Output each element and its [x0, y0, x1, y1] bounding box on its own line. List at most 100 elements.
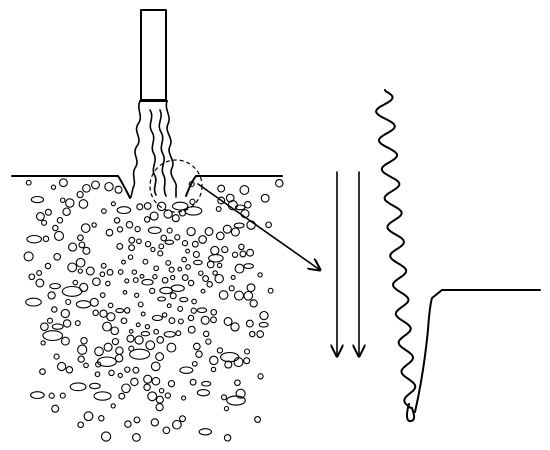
bubble — [106, 312, 116, 322]
bubble — [114, 185, 123, 194]
bubble — [116, 206, 132, 215]
bubble — [226, 395, 246, 406]
bubble — [99, 309, 108, 318]
bubble — [42, 235, 50, 243]
bubble — [169, 292, 177, 300]
bubble — [155, 352, 165, 362]
bubble — [132, 366, 140, 374]
bubble — [72, 279, 79, 286]
bubble — [102, 321, 112, 332]
bubble — [53, 353, 60, 360]
bubble — [80, 336, 88, 345]
bubble — [30, 195, 45, 204]
bubble — [23, 251, 34, 262]
bubble — [56, 361, 67, 372]
bubble — [141, 278, 154, 286]
bubble — [265, 221, 272, 229]
bubble — [196, 389, 211, 397]
bubble — [257, 272, 263, 278]
bubble — [139, 273, 145, 279]
bubble — [218, 290, 229, 300]
bubble — [134, 292, 140, 298]
bubble — [99, 292, 106, 298]
wavy-fracture-profile — [375, 89, 417, 409]
bubble — [150, 418, 159, 427]
bubble — [233, 222, 245, 229]
bubble — [210, 308, 218, 316]
detail-profile — [375, 89, 541, 423]
bubble — [192, 259, 203, 266]
drill-shank — [140, 9, 167, 101]
bubble — [78, 241, 86, 249]
bubble — [181, 395, 187, 401]
bubble — [233, 290, 245, 301]
bubble — [75, 300, 92, 309]
bubble — [47, 291, 56, 300]
bubble — [198, 428, 213, 436]
bubble — [145, 340, 156, 351]
bubble — [192, 250, 200, 259]
bubble — [217, 196, 226, 205]
bubble — [151, 376, 161, 386]
bubble — [75, 257, 86, 268]
bubble — [121, 259, 126, 265]
bubble — [158, 243, 165, 250]
bubble — [115, 308, 125, 314]
bubble — [181, 274, 189, 282]
bubble — [85, 266, 95, 276]
bubble — [243, 348, 251, 355]
bubble — [200, 288, 206, 294]
bubble — [60, 308, 70, 319]
bubble — [249, 330, 256, 338]
bubble — [210, 366, 217, 373]
bubble — [171, 201, 189, 211]
bubble — [77, 234, 84, 242]
drill-right-flank — [165, 100, 178, 198]
bubble — [157, 250, 164, 257]
bubble — [165, 259, 172, 266]
bubble — [134, 335, 144, 345]
bubble — [77, 268, 83, 274]
bubble — [137, 301, 144, 308]
bubble — [77, 421, 85, 429]
drill-inner-groove-2 — [158, 109, 167, 197]
bubble — [143, 383, 151, 392]
bubble — [126, 334, 135, 343]
bubble — [163, 209, 173, 219]
bubble — [195, 350, 203, 358]
bubble — [210, 316, 217, 324]
bubble — [82, 246, 91, 255]
bubble — [44, 262, 52, 270]
bubble — [121, 383, 131, 394]
bubble — [100, 431, 112, 442]
bubble — [100, 262, 107, 269]
bubble — [189, 378, 197, 386]
bubble — [110, 201, 116, 207]
bubble — [215, 206, 222, 212]
bubble — [158, 387, 165, 394]
drill-left-flank — [130, 100, 142, 198]
bubble — [208, 254, 224, 263]
bubble — [132, 277, 139, 284]
bubble — [117, 269, 124, 275]
bubble — [153, 265, 160, 272]
bubble — [48, 392, 55, 399]
bubble — [132, 433, 141, 442]
bubble — [116, 242, 124, 250]
bubble — [147, 391, 158, 402]
bubble — [127, 254, 134, 260]
bubble — [105, 228, 114, 237]
bubble — [187, 325, 196, 334]
bubble — [234, 204, 246, 211]
bubble — [56, 217, 64, 224]
bubble — [267, 287, 274, 294]
bubble — [130, 377, 139, 387]
bubble — [142, 258, 149, 265]
bubble — [187, 279, 195, 287]
bubble — [60, 336, 70, 346]
bubble — [133, 416, 141, 424]
bubble — [125, 220, 134, 229]
bubble — [188, 180, 195, 188]
bubble — [40, 322, 49, 332]
bubble — [83, 411, 94, 422]
